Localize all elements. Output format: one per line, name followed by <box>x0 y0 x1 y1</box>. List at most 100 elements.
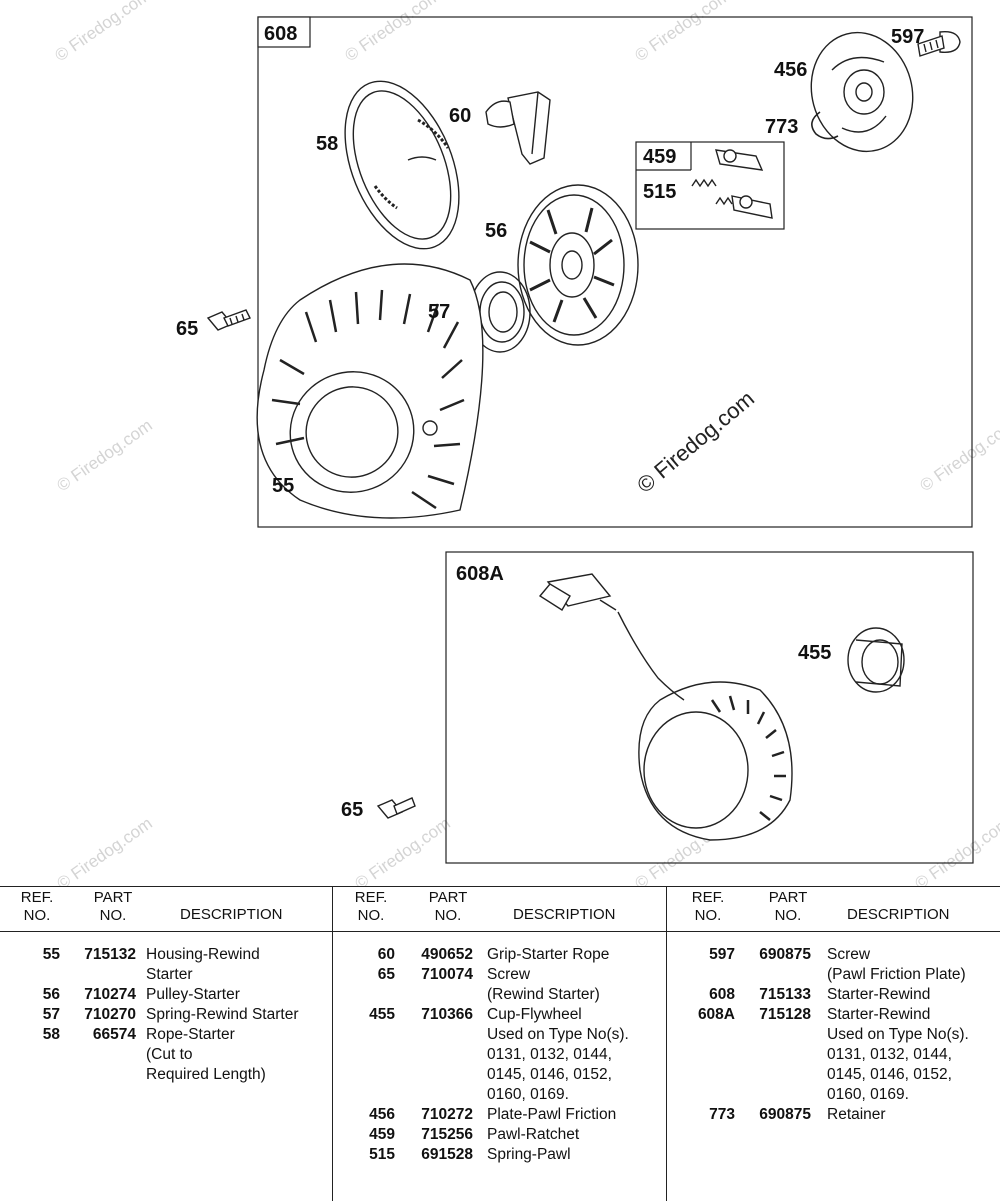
description-line: Starter-Rewind <box>827 986 931 1003</box>
description-cell: Screw(Pawl Friction Plate) <box>827 945 966 985</box>
header-line: NO. <box>357 907 385 924</box>
assembly-box-608: 608 <box>257 16 973 528</box>
part-no-cell: 710074 <box>421 966 473 983</box>
header-ref-no: REF.NO. <box>14 889 60 925</box>
table-row: 56 710274 Pulley-Starter <box>0 985 332 1005</box>
header-line: REF. <box>20 889 54 906</box>
box-label-459: 459 <box>643 146 676 168</box>
header-description: DESCRIPTION <box>180 906 283 923</box>
header-description: DESCRIPTION <box>513 906 616 923</box>
ref-no-cell: 65 <box>377 966 395 983</box>
description-line: (Cut to <box>146 1046 193 1063</box>
housing-rewind-starter-drawing <box>257 264 483 518</box>
description-line: Screw <box>487 966 531 983</box>
header-line: NO. <box>694 907 722 924</box>
description-line: Cup-Flywheel <box>487 1006 582 1023</box>
watermark-text: © Firedog.com <box>351 814 453 886</box>
description-cell: Pawl-Ratchet <box>487 1125 579 1145</box>
description-line: Plate-Pawl Friction <box>487 1106 617 1123</box>
ref-no-cell: 608A <box>697 1006 735 1023</box>
part-no-cell: 715128 <box>759 1006 811 1023</box>
description-line: Required Length) <box>146 1066 266 1083</box>
part-no-cell: 710274 <box>84 986 136 1003</box>
box-label-608A: 608A <box>456 563 504 585</box>
header-description: DESCRIPTION <box>847 906 950 923</box>
description-line: 0160, 0169. <box>827 1086 909 1103</box>
description-line: 0145, 0146, 0152, <box>487 1066 612 1083</box>
part-no-cell: 715256 <box>421 1126 473 1143</box>
watermark-text: © Firedog.com <box>911 814 1000 886</box>
retainer-drawing <box>812 112 838 139</box>
header-line: PART <box>428 889 468 906</box>
pawl-ratchet-drawing <box>716 150 772 218</box>
callout-58: 58 <box>316 133 338 155</box>
starter-rewind-assembly-drawing <box>540 574 792 840</box>
description-cell: Pulley-Starter <box>146 985 240 1005</box>
callout-455: 455 <box>798 642 831 664</box>
ref-no-cell: 608 <box>709 986 735 1003</box>
callout-56: 56 <box>485 220 507 242</box>
part-no-cell: 710366 <box>421 1006 473 1023</box>
ref-no-cell: 515 <box>369 1146 395 1163</box>
description-cell: Plate-Pawl Friction <box>487 1105 616 1125</box>
header-line: REF. <box>691 889 725 906</box>
copyright-text: © Firedog.com <box>632 386 759 498</box>
header-line: NO. <box>774 907 802 924</box>
cup-flywheel-drawing <box>848 628 904 692</box>
watermark-text: © Firedog.com <box>53 416 155 496</box>
callout-773: 773 <box>765 116 798 138</box>
screw-drawing <box>378 798 415 818</box>
description-cell: Spring-Rewind Starter <box>146 1005 298 1025</box>
ref-no-cell: 597 <box>709 946 735 963</box>
table-row: 60 490652 Grip-Starter Rope <box>333 945 666 965</box>
ref-no-cell: 773 <box>709 1106 735 1123</box>
part-no-cell: 490652 <box>421 946 473 963</box>
description-cell: Screw (Rewind Starter) <box>487 965 600 1005</box>
description-line: Pulley-Starter <box>146 986 240 1003</box>
header-ref-no: REF.NO. <box>681 889 735 925</box>
description-line: 0145, 0146, 0152, <box>827 1066 952 1083</box>
part-no-cell: 690875 <box>759 946 811 963</box>
pulley-starter-drawing <box>518 185 638 345</box>
spring-pawl-drawing <box>692 180 732 204</box>
watermark-text: © Firedog.com <box>631 0 733 65</box>
part-no-cell: 715132 <box>84 946 136 963</box>
table-row: 65 710074 Screw (Rewind Starter) <box>333 965 666 1005</box>
ref-no-cell: 60 <box>377 946 395 963</box>
header-line: PART <box>768 889 808 906</box>
description-line: Grip-Starter Rope <box>487 946 610 963</box>
description-line: (Rewind Starter) <box>487 986 600 1003</box>
ref-no-cell: 56 <box>42 986 60 1003</box>
description-cell: Spring-Pawl <box>487 1145 571 1165</box>
callout-57: 57 <box>428 301 450 323</box>
callout-65: 65 <box>176 318 198 340</box>
description-line: (Pawl Friction Plate) <box>827 966 966 983</box>
header-line: NO. <box>99 907 127 924</box>
description-line: 0131, 0132, 0144, <box>827 1046 952 1063</box>
watermark-text: © Firedog.com <box>53 814 155 886</box>
grip-starter-rope-drawing <box>486 92 550 164</box>
description-line: Pawl-Ratchet <box>487 1126 580 1143</box>
callout-65: 65 <box>341 799 363 821</box>
callout-515: 515 <box>643 181 676 203</box>
callout-60: 60 <box>449 105 471 127</box>
description-line: Retainer <box>827 1106 886 1123</box>
